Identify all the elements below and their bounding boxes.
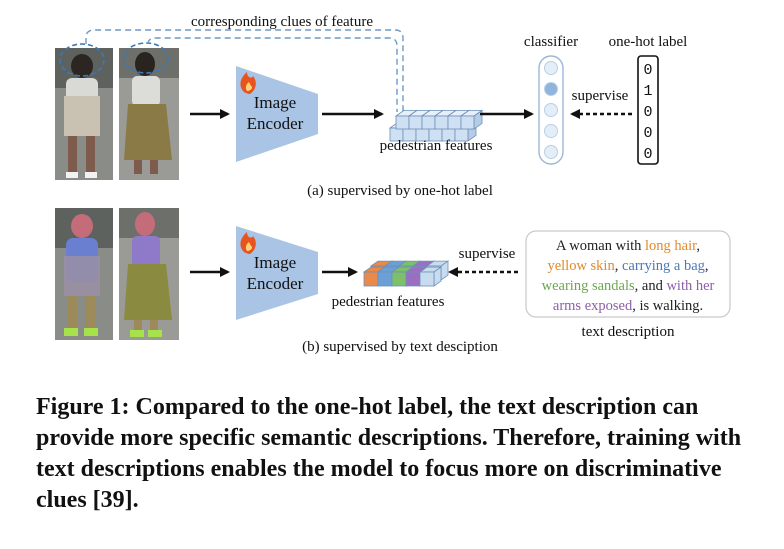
description-phrase: , (705, 258, 709, 274)
description-line: arms exposed, is walking. (553, 298, 703, 314)
classifier-node (544, 145, 558, 159)
classifier-label: classifier (524, 34, 578, 50)
onehot-value: 0 (643, 62, 652, 79)
encoder-text-b2: Encoder (247, 274, 304, 293)
classifier-nodes (544, 61, 558, 159)
description-phrase: , and (635, 278, 667, 294)
onehot-value: 1 (643, 83, 652, 100)
classifier-node (544, 61, 558, 75)
description-phrase: with her (666, 278, 714, 294)
features-label-a: pedestrian features (380, 138, 493, 154)
image-encoder-a (236, 66, 318, 162)
pedestrian-features-a (388, 109, 484, 142)
onehot-value: 0 (643, 146, 652, 163)
classifier-node (544, 124, 558, 138)
features-label-b: pedestrian features (332, 294, 445, 310)
supervise-label-b: supervise (459, 246, 516, 262)
pedestrian-image-1a (55, 43, 113, 180)
panel-b: Image Encoder pedestrian features superv… (55, 208, 731, 355)
description-phrase: , (615, 258, 622, 274)
description-phrase: wearing sandals (542, 278, 635, 294)
pedestrian-features-b (362, 260, 450, 287)
onehot-label: one-hot label (609, 34, 688, 50)
description-line: yellow skin, carrying a bag, (547, 258, 708, 274)
onehot-value: 0 (643, 104, 652, 121)
description-phrase: , (696, 238, 700, 254)
pedestrian-image-2b (119, 208, 179, 340)
pedestrian-image-1b (55, 208, 113, 340)
encoder-text-a1: Image (254, 93, 296, 112)
image-encoder-b (236, 226, 318, 320)
onehot-box (637, 55, 659, 165)
description-phrase: , is walking. (632, 298, 703, 314)
clue-link-line-2 (147, 37, 398, 112)
description-line: wearing sandals, and with her (542, 278, 715, 294)
supervise-label-a: supervise (572, 88, 629, 104)
feature-cube-b (418, 266, 443, 287)
panel-a: corresponding clues of feature Image Enc… (55, 14, 687, 199)
classifier-node (544, 82, 558, 96)
figure-diagram: corresponding clues of feature Image Enc… (55, 14, 731, 355)
sub-caption-b: (b) supervised by text desciption (302, 339, 498, 355)
encoder-text-a2: Encoder (247, 114, 304, 133)
description-phrase: A woman with (556, 238, 645, 254)
text-description-content: A woman with long hair,yellow skin, carr… (542, 238, 715, 314)
description-line: A woman with long hair, (556, 238, 700, 254)
onehot-values: 0 1 0 0 0 (643, 62, 652, 163)
clue-label: corresponding clues of feature (191, 14, 373, 30)
sub-caption-a: (a) supervised by one-hot label (307, 183, 493, 199)
description-phrase: long hair (645, 238, 697, 254)
description-phrase: carrying a bag (622, 258, 705, 274)
description-phrase: yellow skin (547, 258, 615, 274)
text-description-label: text description (582, 324, 675, 340)
text-description-box (525, 230, 731, 318)
classifier-node (544, 103, 558, 117)
onehot-value: 0 (643, 125, 652, 142)
pedestrian-image-2a (119, 42, 179, 180)
figure-caption: Figure 1: Compared to the one-hot label,… (36, 394, 742, 513)
description-phrase: arms exposed (553, 298, 633, 314)
encoder-text-b1: Image (254, 253, 296, 272)
